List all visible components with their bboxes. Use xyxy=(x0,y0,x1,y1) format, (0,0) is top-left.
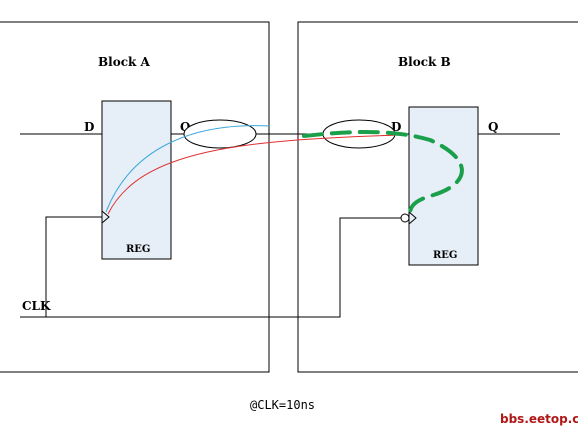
reg-b-d-pin: D xyxy=(391,120,401,134)
clock-net-label: CLK xyxy=(22,299,51,313)
reg-a xyxy=(101,100,172,260)
timing-path-red xyxy=(107,134,401,215)
site-watermark: bbs.eetop.cn xyxy=(500,412,578,426)
reg-b-clock-pin xyxy=(408,211,417,225)
clock-net xyxy=(20,217,401,318)
logic-cloud-a xyxy=(183,119,257,149)
reg-a-q-pin: Q xyxy=(180,120,190,134)
block-b-title: Block B xyxy=(398,55,451,69)
reg-a-label: REG xyxy=(126,244,150,255)
timing-path-green xyxy=(302,130,464,216)
reg-b-label: REG xyxy=(433,250,457,261)
timing-path-blue xyxy=(105,125,271,213)
clock-period-caption: @CLK=10ns xyxy=(250,398,315,412)
reg-a-d-pin: D xyxy=(84,120,94,134)
reg-a-clock-pin xyxy=(101,210,110,224)
block-a-title: Block A xyxy=(98,55,151,69)
reg-b-clock-inverter-bubble xyxy=(400,213,410,223)
block-b-boundary xyxy=(297,21,578,373)
block-a-boundary xyxy=(0,21,270,373)
reg-b-q-pin: Q xyxy=(488,120,498,134)
clock-branch-a xyxy=(45,216,102,317)
reg-b xyxy=(408,106,479,266)
